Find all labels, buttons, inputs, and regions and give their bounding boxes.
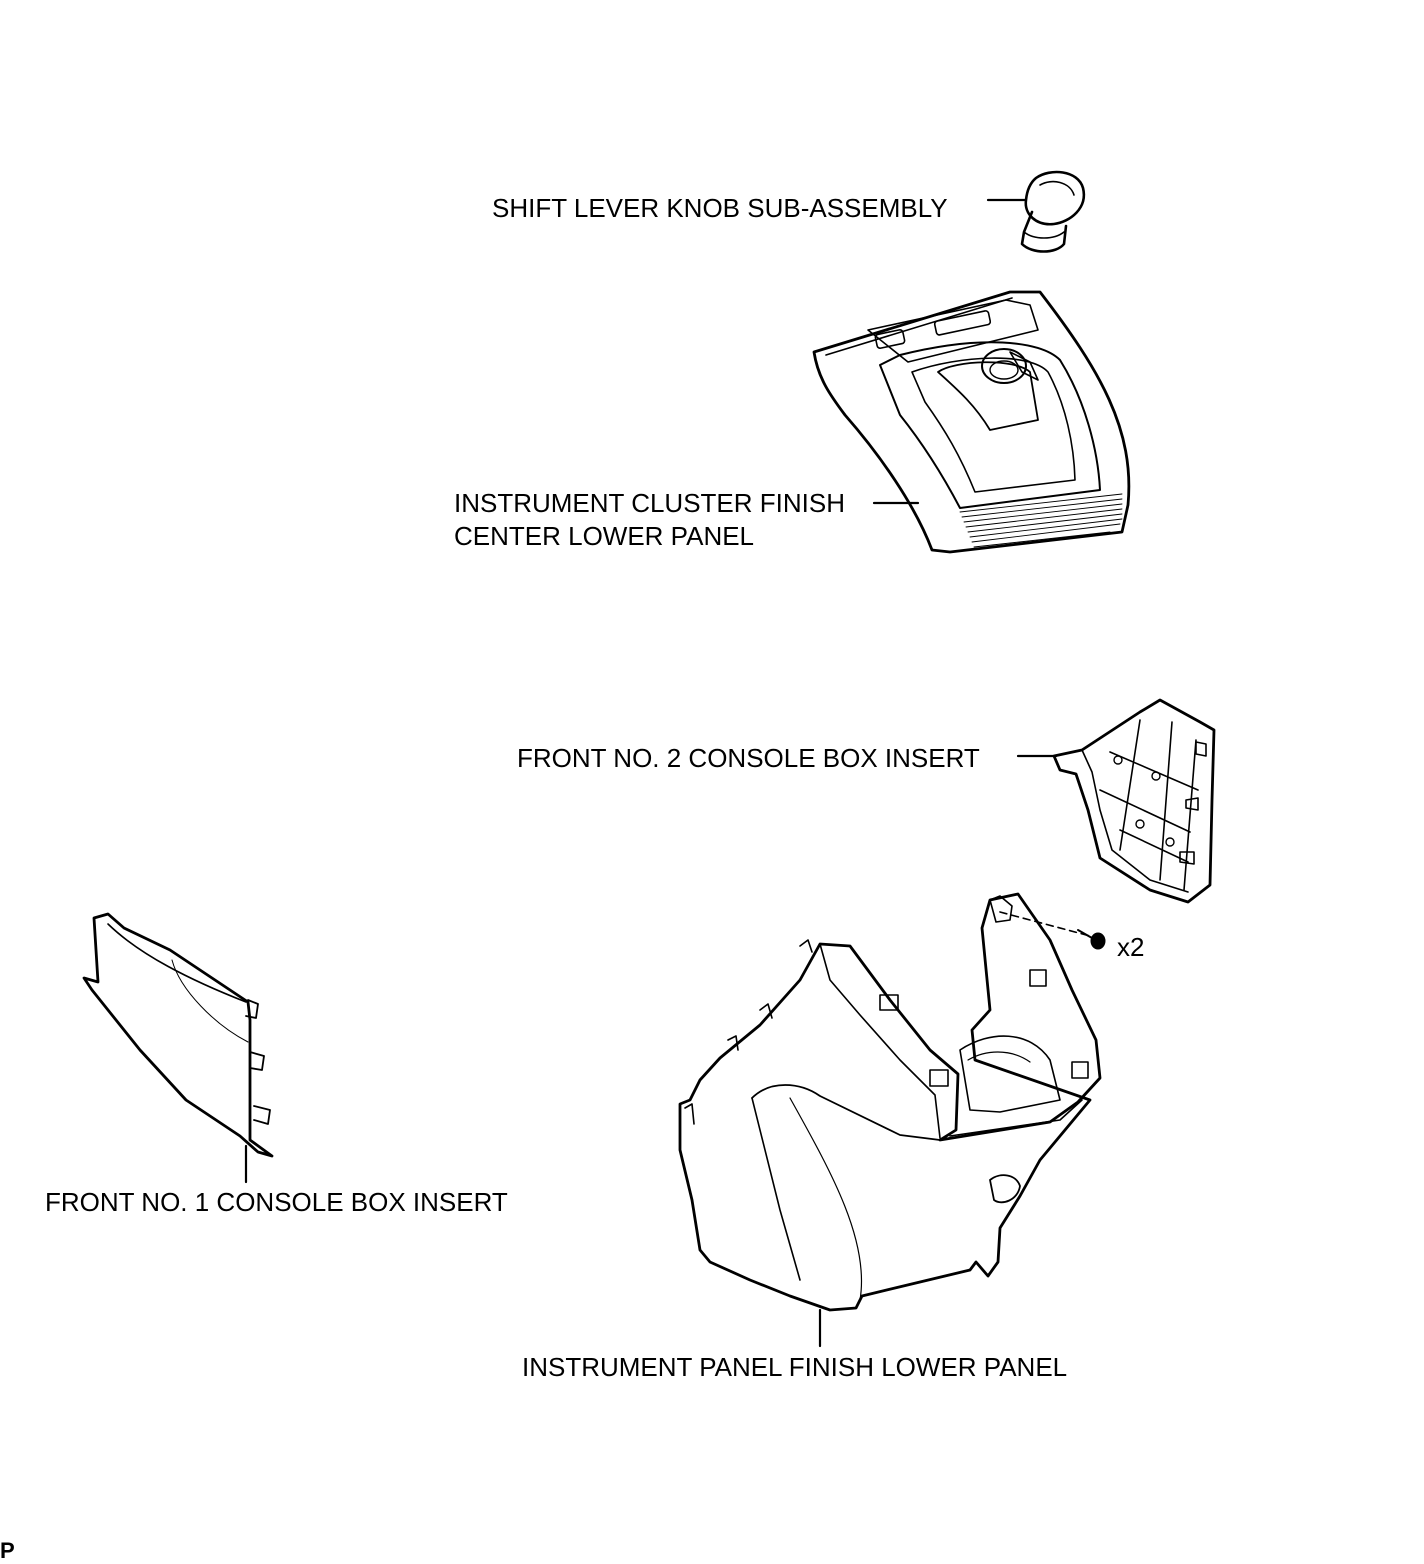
no1-console-insert-drawing — [82, 912, 274, 1184]
shift-lever-knob-label: SHIFT LEVER KNOB SUB-ASSEMBLY — [492, 193, 948, 223]
corner-mark: P — [0, 1538, 15, 1563]
shift-lever-knob-drawing — [986, 170, 1086, 253]
lower-panel-label: INSTRUMENT PANEL FINISH LOWER PANEL — [522, 1352, 1068, 1382]
no2-insert-label: FRONT NO. 2 CONSOLE BOX INSERT — [517, 743, 980, 773]
no1-insert-label: FRONT NO. 1 CONSOLE BOX INSERT — [45, 1187, 508, 1217]
cluster-finish-label-line2: CENTER LOWER PANEL — [454, 521, 755, 551]
cluster-finish-panel-drawing — [812, 290, 1131, 554]
screw-quantity-label: x2 — [1117, 932, 1145, 962]
no2-console-insert-drawing — [1016, 698, 1216, 904]
cluster-finish-label-line1: INSTRUMENT CLUSTER FINISH — [454, 488, 845, 518]
lower-panel-drawing — [678, 892, 1106, 1348]
screw-icon — [1077, 929, 1106, 950]
